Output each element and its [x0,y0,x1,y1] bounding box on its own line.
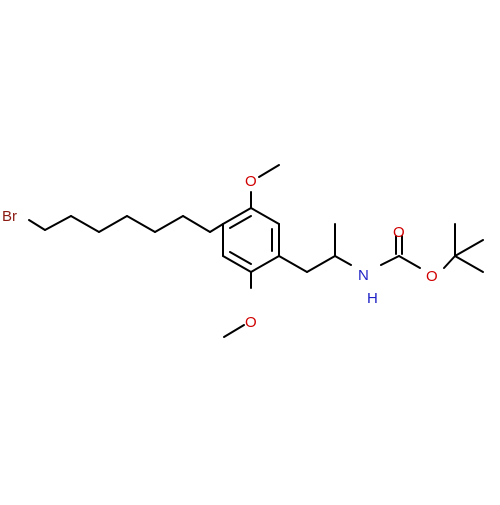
bond [70,215,100,233]
bond [154,215,184,233]
bond [182,215,211,233]
bond [398,255,421,269]
bond [222,255,252,273]
bond [229,215,252,229]
bond [222,207,252,225]
nitrogen-hydrogen-label: H [367,290,378,307]
bond [44,215,72,231]
bond [229,251,252,265]
bond [278,255,308,273]
ester-oxygen-label: O [426,268,438,285]
bond [380,255,400,266]
bond [443,255,456,269]
bond [98,215,128,233]
bond [306,255,336,273]
bond [258,164,280,178]
methoxy-oxygen-bottom: O [245,314,257,331]
bond [454,255,484,273]
bond [28,219,46,231]
methoxy-oxygen-top: O [245,173,257,190]
bond [250,207,280,225]
bond [334,255,352,266]
atom-labels: Br O O N H O O [2,173,438,331]
bond [126,215,156,233]
bond [209,223,224,233]
bond [250,255,280,273]
bond-lines [28,164,484,338]
nitrogen-label: N [358,267,369,284]
bond [454,239,484,257]
carbonyl-oxygen-label: O [393,224,405,241]
bromine-label: Br [2,208,17,225]
bond [223,324,245,338]
